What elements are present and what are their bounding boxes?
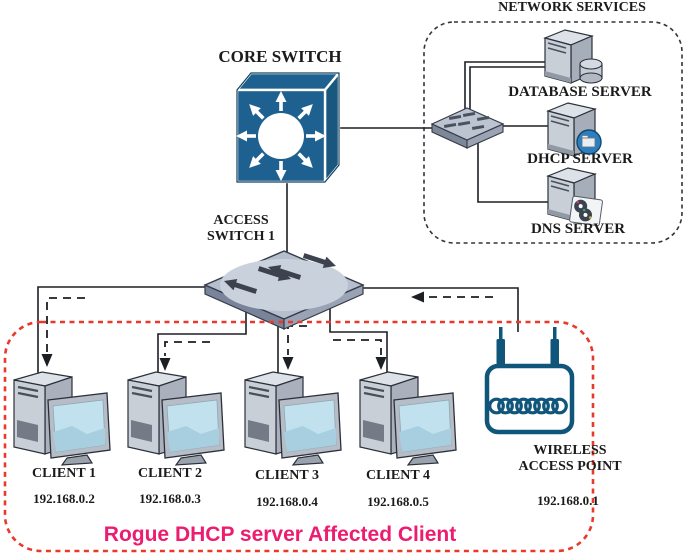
cd-disc-icon <box>569 195 603 227</box>
client4-label: CLIENT 4 <box>366 468 430 483</box>
client-computer-icon <box>12 370 112 467</box>
dns-server-label: DNS SERVER <box>530 221 626 237</box>
client1-label: CLIENT 1 <box>32 466 96 481</box>
rogue-affected-box <box>3 320 595 553</box>
client2-label: CLIENT 2 <box>138 466 202 481</box>
access-switch-icon <box>203 250 365 330</box>
client3-ip: 192.168.0.4 <box>256 494 318 509</box>
database-cylinder-icon <box>579 58 603 84</box>
client1-ip: 192.168.0.2 <box>33 491 95 506</box>
client-computer-icon <box>243 370 343 467</box>
rogue-caption: Rogue DHCP server Affected Client <box>103 523 457 546</box>
workgroup-switch-icon <box>430 107 505 149</box>
network-services-box <box>423 21 683 244</box>
access-switch-label: ACCESS SWITCH 1 <box>196 213 286 244</box>
dhcp-globe-icon <box>576 129 602 155</box>
core-switch-icon <box>234 69 342 186</box>
wireless-access-point-icon <box>484 327 575 435</box>
client2-ip: 192.168.0.3 <box>139 491 201 506</box>
wap-label-line1: WIRELESS <box>533 443 607 458</box>
client-computer-icon <box>126 370 226 467</box>
wap-label: WIRELESS ACCESS POINT <box>495 443 645 474</box>
access-switch-label-line1: ACCESS <box>213 213 269 228</box>
access-switch-label-line2: SWITCH 1 <box>206 228 276 244</box>
switch-port-marks <box>443 111 490 131</box>
coil-icon <box>488 397 568 415</box>
wap-ip: 192.168.0.1 <box>537 493 599 508</box>
client-computer-icon <box>358 370 458 467</box>
client4-ip: 192.168.0.5 <box>367 494 429 509</box>
network-services-title: NETWORK SERVICES <box>498 0 646 15</box>
core-switch-label: CORE SWITCH <box>218 47 342 66</box>
wap-label-line2: ACCESS POINT <box>518 458 622 474</box>
database-server-label: DATABASE SERVER <box>508 84 652 100</box>
switch-arrows-icon <box>224 253 336 294</box>
arrowheads <box>41 291 424 371</box>
client3-label: CLIENT 3 <box>255 468 319 483</box>
dhcp-server-label: DHCP SERVER <box>527 151 633 167</box>
switch-arrows-icon <box>236 91 326 181</box>
